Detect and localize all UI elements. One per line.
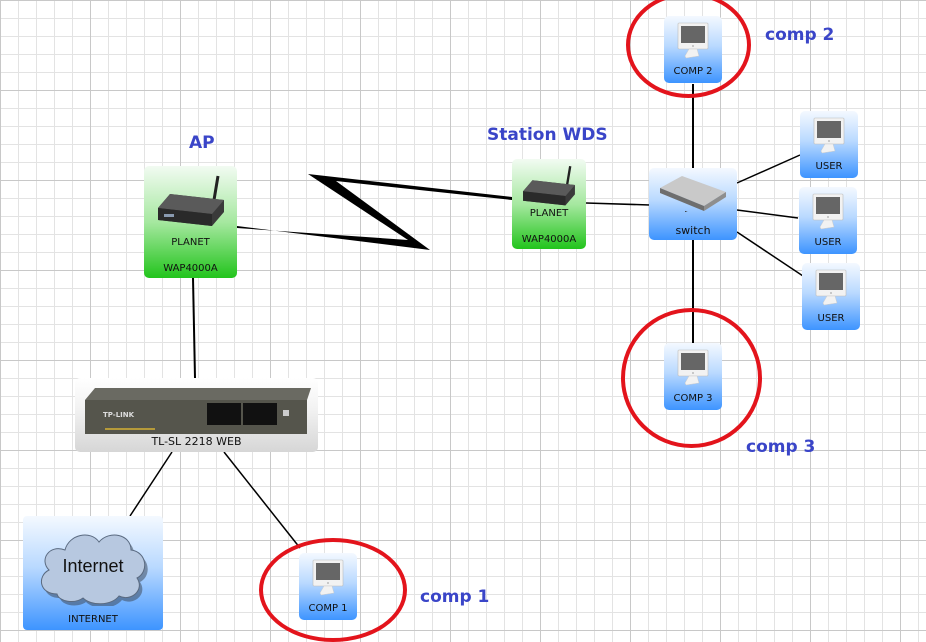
internet-node[interactable]: Internet INTERNET [23,516,163,630]
core-switch-node[interactable]: TP-LINK TL-SL 2218 WEB [75,378,318,452]
annotation-comp1: comp 1 [420,587,490,607]
link-switch-user3 [736,231,804,277]
comp1-node[interactable]: COMP 1 [299,553,357,620]
computer-monitor-icon [813,117,845,154]
annotation-ap: AP [189,133,215,153]
cloud-icon [41,534,148,606]
ap-node[interactable]: PLANET WAP4000A [144,166,237,278]
link-switch-user2 [736,209,799,219]
comp2-node[interactable]: COMP 2 [664,16,722,83]
link-ap-core-switch [192,277,196,379]
user-label: USER [815,161,843,172]
tp-link-logo: TP-LINK [103,411,135,419]
computer-monitor-icon [677,349,709,386]
wireless-link-bolt [237,174,512,250]
user-node[interactable]: USER [802,263,860,330]
switch-node[interactable]: switch [649,168,737,240]
comp1-label: COMP 1 [308,603,348,614]
computer-monitor-icon [812,193,844,230]
computer-monitor-icon [815,269,847,306]
link-switch-user1 [736,154,801,184]
link-station-switch [585,202,651,206]
annotation-station-wds: Station WDS [487,125,608,145]
station-wds-node[interactable]: PLANET WAP4000A [512,159,586,249]
annotation-comp2: comp 2 [765,25,835,45]
internet-label: INTERNET [68,614,118,625]
user-node[interactable]: USER [800,111,858,178]
cloud-text: Internet [62,556,124,576]
wireless-router-icon [523,165,575,206]
rack-switch-icon: TP-LINK [85,388,311,434]
station-brand: PLANET [529,208,569,219]
highlight-ring-comp3 [621,308,762,448]
station-model: WAP4000A [521,234,577,245]
comp3-node[interactable]: COMP 3 [664,343,722,410]
computer-monitor-icon [312,559,344,596]
core-switch-label: TL-SL 2218 WEB [151,435,242,448]
comp2-label: COMP 2 [673,66,713,77]
link-core-switch-comp1 [223,451,301,549]
computer-monitor-icon [677,22,709,59]
annotation-comp3: comp 3 [746,437,816,457]
wireless-router-icon [157,175,224,226]
switch-icon [660,176,726,212]
link-core-switch-internet [129,451,173,517]
user-label: USER [814,237,842,248]
ap-brand: PLANET [171,237,210,248]
comp3-label: COMP 3 [673,393,713,404]
user-label: USER [817,313,845,324]
user-node[interactable]: USER [799,187,857,254]
highlight-ring-comp2 [626,0,751,98]
switch-label: switch [675,224,711,237]
ap-model: WAP4000A [163,263,218,274]
